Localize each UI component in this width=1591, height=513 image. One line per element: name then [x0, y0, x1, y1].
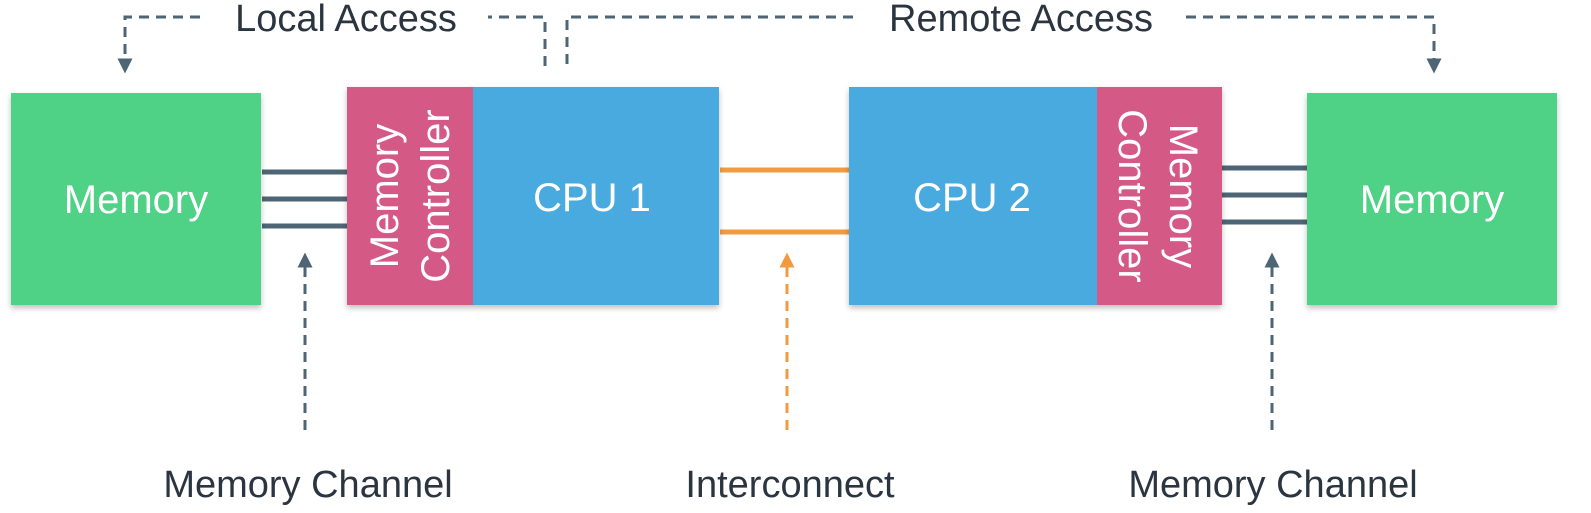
memory-controller-left-line2: Controller [414, 109, 458, 282]
cpu1-label: CPU 1 [533, 176, 651, 220]
memory-right-label: Memory [1360, 178, 1504, 222]
memory-controller-left-box [347, 87, 473, 305]
cpu1-box [473, 87, 719, 305]
cpu2-label: CPU 2 [913, 176, 1031, 220]
memory-channel-left-label: Memory Channel [163, 464, 452, 506]
cpu2-box [849, 87, 1097, 305]
memory-channel-left-lines [262, 169, 348, 229]
memory-controller-right-box [1097, 87, 1222, 305]
memory-channel-right-label: Memory Channel [1128, 464, 1417, 506]
memory-channel-right-lines [1222, 165, 1308, 225]
memory-controller-right-line2: Controller [1110, 109, 1154, 282]
memory-left-label: Memory [64, 178, 208, 222]
memory-controller-left-line1: Memory [363, 124, 407, 268]
interconnect-label: Interconnect [685, 464, 895, 506]
memory-left-box [11, 93, 261, 305]
memory-right-box [1307, 93, 1557, 305]
interconnect-lines [720, 167, 850, 235]
local-access-label: Local Access [235, 0, 457, 40]
memory-controller-right-line1: Memory [1161, 124, 1205, 268]
remote-access-arrow [565, 15, 1434, 66]
remote-access-label: Remote Access [889, 0, 1153, 40]
local-access-arrow [125, 15, 547, 66]
